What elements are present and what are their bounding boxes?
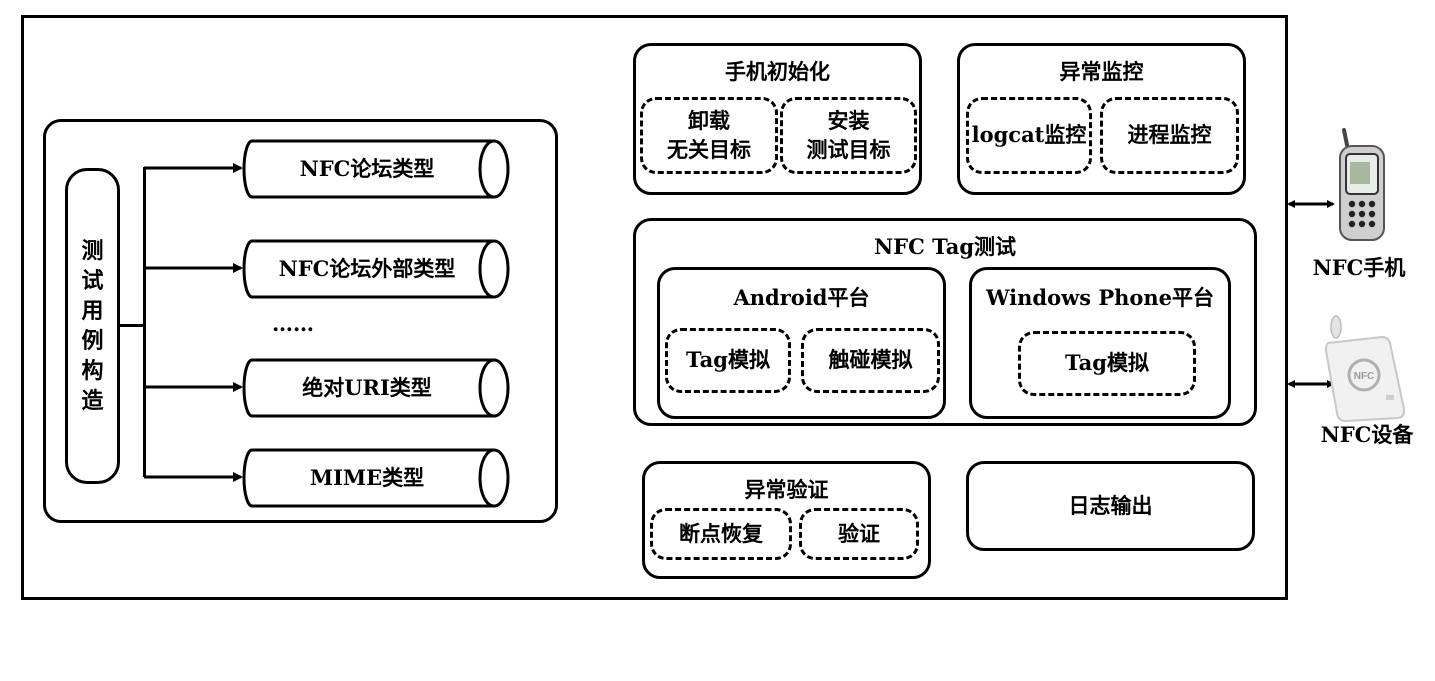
- android-tag-sim-label: Tag模拟: [686, 347, 770, 373]
- device-arrows: [1287, 200, 1335, 388]
- verify-box: 验证: [799, 508, 919, 560]
- test-case-char: 造: [81, 388, 104, 414]
- type-nfc-external: NFC论坛外部类型: [242, 239, 514, 299]
- phone-init-title: 手机初始化: [725, 59, 830, 84]
- type-label: NFC论坛外部类型: [278, 255, 456, 281]
- connector-trunk: [143, 167, 146, 477]
- test-case-char: 测: [81, 238, 104, 264]
- process-monitor-box: 进程监控: [1100, 97, 1239, 174]
- cylinder-shape: [242, 358, 510, 418]
- verify-label: 验证: [838, 520, 880, 546]
- uninstall-label: 卸载: [688, 108, 730, 134]
- log-output-label: 日志输出: [1068, 492, 1153, 518]
- type-nfc-forum: NFC论坛类型: [242, 139, 514, 199]
- test-case-char: 用: [81, 298, 104, 324]
- type-absolute-uri: 绝对URI类型: [242, 358, 514, 418]
- type-label: NFC论坛类型: [299, 155, 435, 181]
- reader-logo-text: NFC: [1354, 371, 1375, 382]
- nfc-reader-label: NFC设备: [1320, 422, 1414, 447]
- test-case-construction: 测 试 用 例 构 造: [65, 168, 120, 484]
- type-ellipsis: ……: [272, 311, 314, 336]
- test-case-char: 例: [81, 328, 104, 354]
- cylinder-shape: [242, 139, 510, 199]
- nfc-phone-label: NFC手机: [1312, 255, 1406, 280]
- test-case-char: 试: [81, 268, 104, 294]
- breakpoint-resume-label: 断点恢复: [679, 520, 763, 546]
- install-box: 安装 测试目标: [780, 97, 917, 174]
- touch-sim-box: 触碰模拟: [801, 328, 940, 393]
- type-label: 绝对URI类型: [302, 374, 432, 400]
- touch-sim-label: 触碰模拟: [828, 347, 913, 373]
- uninstall-box: 卸载 无关目标: [640, 97, 778, 174]
- process-monitor-label: 进程监控: [1127, 122, 1212, 148]
- android-tag-sim-box: Tag模拟: [665, 328, 791, 393]
- exception-monitor-title: 异常监控: [1059, 59, 1144, 84]
- android-platform-title: Android平台: [733, 285, 870, 310]
- nfc-reader-icon: NFC: [1324, 315, 1406, 423]
- logcat-monitor-label: logcat监控: [971, 122, 1087, 148]
- type-label: MIME类型: [309, 464, 425, 490]
- branch-arrows: [144, 163, 243, 482]
- cylinder-shape: [242, 448, 510, 508]
- log-output-module: 日志输出: [966, 461, 1255, 551]
- windows-phone-platform-title: Windows Phone平台: [985, 285, 1215, 310]
- connector-line: [120, 324, 146, 327]
- nfc-tag-test-title: NFC Tag测试: [873, 234, 1017, 259]
- wp-tag-sim-box: Tag模拟: [1018, 331, 1196, 396]
- type-mime: MIME类型: [242, 448, 514, 508]
- outer-frame: [21, 15, 1288, 600]
- install-target-label: 测试目标: [806, 136, 891, 162]
- nfc-phone-icon: [1339, 128, 1385, 241]
- uninstall-target-label: 无关目标: [667, 136, 751, 162]
- cylinder-shape: [242, 239, 510, 299]
- wp-tag-sim-label: Tag模拟: [1065, 350, 1149, 376]
- exception-verify-title: 异常验证: [744, 477, 829, 502]
- test-case-char: 构: [81, 358, 104, 384]
- install-label: 安装: [827, 108, 870, 134]
- breakpoint-resume-box: 断点恢复: [650, 508, 792, 560]
- logcat-monitor-box: logcat监控: [966, 97, 1092, 174]
